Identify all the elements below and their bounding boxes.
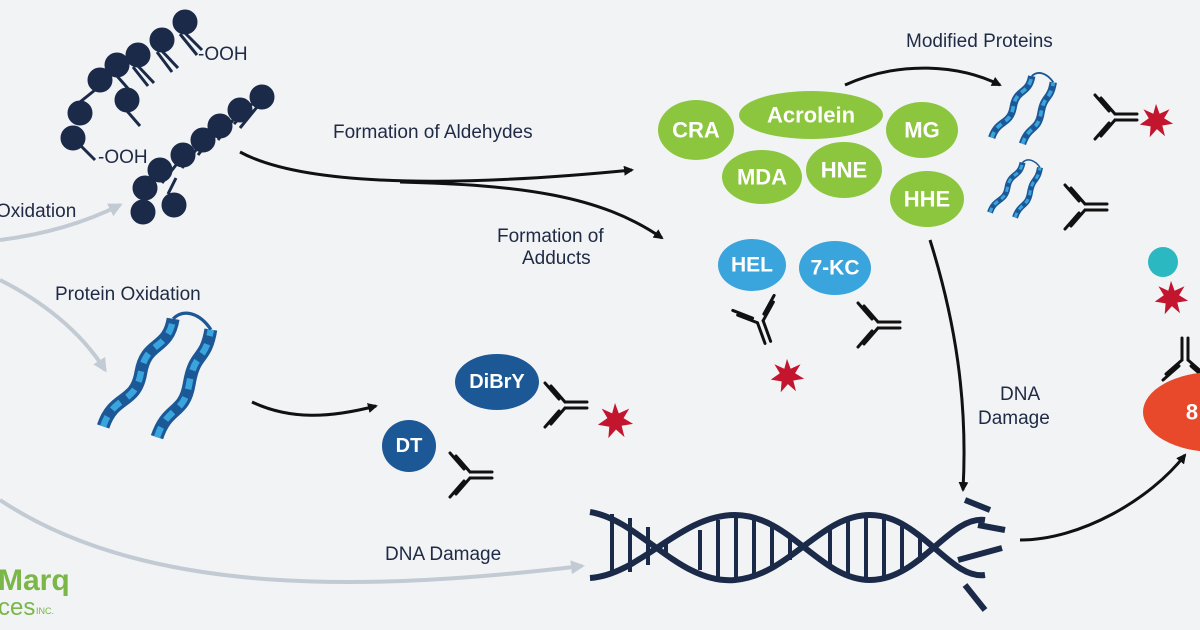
brand-logo: Marq ces INC. bbox=[0, 564, 70, 621]
adduct-7kc-label: 7-KC bbox=[810, 257, 859, 280]
lipid-oxidation-label: Oxidation bbox=[0, 201, 76, 222]
aldehyde-acrolein-label: Acrolein bbox=[767, 103, 855, 128]
dna-damage-bottom-label: DNA Damage bbox=[385, 544, 501, 565]
marker-dt: DT bbox=[382, 420, 436, 472]
lipid-membrane-icon: -OOH -OOH bbox=[60, 9, 275, 225]
marker-dibry: DiBrY bbox=[455, 354, 539, 410]
marker-dt-label: DT bbox=[396, 435, 423, 457]
arrow-dna-to-8ohdg bbox=[1019, 453, 1187, 542]
modified-proteins-label: Modified Proteins bbox=[906, 31, 1053, 52]
aldehyde-cra-label: CRA bbox=[672, 118, 720, 143]
aldehyde-cra: CRA bbox=[658, 100, 734, 160]
aldehyde-mg: MG bbox=[886, 102, 958, 158]
brand-name: Marq bbox=[0, 564, 70, 597]
arrow-adducts bbox=[399, 180, 664, 240]
teal-ball-icon bbox=[1148, 247, 1178, 277]
marker-8ohdg: 8 bbox=[1143, 372, 1200, 452]
aldehyde-acrolein: Acrolein bbox=[739, 91, 883, 139]
ooh-mid-label: -OOH bbox=[98, 147, 148, 168]
protein-helix-icon bbox=[103, 313, 211, 437]
marker-8ohdg-label: 8 bbox=[1186, 400, 1198, 425]
aldehyde-hne-label: HNE bbox=[821, 158, 867, 183]
formation-adducts-label-1: Formation of bbox=[497, 226, 604, 247]
brand-sub: ces bbox=[0, 594, 35, 621]
dna-damage-right-label-1: DNA bbox=[1000, 384, 1040, 405]
aldehyde-hne: HNE bbox=[806, 142, 882, 198]
ooh-top-label: -OOH bbox=[198, 44, 248, 65]
arrow-dna-damage-bottom bbox=[0, 498, 585, 584]
modified-protein-helix-icon bbox=[990, 73, 1053, 218]
aldehyde-hhe-label: HHE bbox=[904, 187, 950, 212]
brand-inc: INC. bbox=[36, 606, 54, 616]
arrow-dna-damage-right bbox=[928, 239, 969, 492]
marker-dibry-label: DiBrY bbox=[469, 371, 525, 393]
arrow-protein-oxidation bbox=[0, 278, 107, 373]
adduct-hel: HEL bbox=[718, 239, 786, 291]
arrow-protein-markers bbox=[251, 400, 378, 417]
arrow-aldehydes bbox=[239, 150, 634, 183]
arrow-lipid-oxidation bbox=[0, 203, 123, 242]
dna-helix-icon bbox=[589, 497, 1006, 612]
dna-damage-right-label-2: Damage bbox=[978, 408, 1050, 429]
aldehyde-mda: MDA bbox=[722, 150, 802, 204]
aldehyde-hhe: HHE bbox=[890, 171, 964, 227]
protein-oxidation-label: Protein Oxidation bbox=[55, 284, 201, 305]
aldehyde-mda-label: MDA bbox=[737, 165, 787, 190]
adduct-7kc: 7-KC bbox=[799, 241, 871, 295]
adduct-hel-label: HEL bbox=[731, 254, 773, 277]
formation-aldehydes-label: Formation of Aldehydes bbox=[333, 122, 533, 143]
aldehyde-mg-label: MG bbox=[904, 118, 939, 143]
arrow-modified-proteins bbox=[844, 66, 1002, 87]
formation-adducts-label-2: Adducts bbox=[522, 248, 591, 269]
